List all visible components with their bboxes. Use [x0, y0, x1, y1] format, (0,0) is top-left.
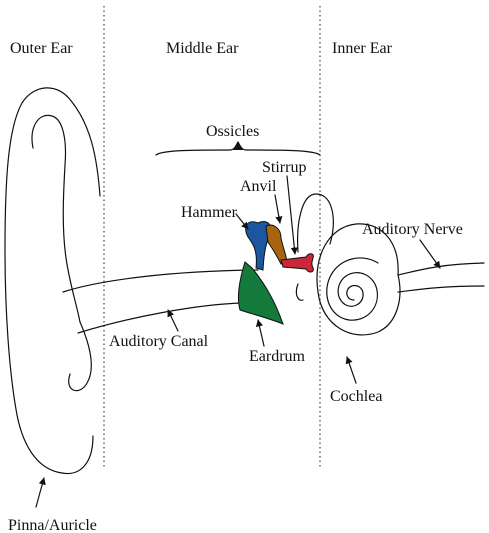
auditory-canal-lower-wall [78, 303, 244, 333]
eardrum-label: Eardrum [249, 348, 306, 365]
outer-ear-title: Outer Ear [10, 40, 73, 57]
middle-ear-title: Middle Ear [166, 40, 239, 57]
ossicles-bracket-tip [233, 141, 243, 150]
pinna-inner-fold [32, 115, 80, 322]
ossicles-label: Ossicles [206, 123, 259, 140]
auditory-nerve-arrow [420, 240, 440, 268]
eardrum-shape [238, 262, 283, 324]
pinna-outline [5, 88, 100, 474]
semicircular-canal-inner [296, 284, 303, 300]
auditory-nerve-upper [398, 263, 484, 275]
cochlea-arrow [347, 357, 356, 383]
inner-ear-title: Inner Ear [332, 40, 393, 57]
cochlea-spiral [327, 258, 378, 320]
hammer-label: Hammer [181, 204, 238, 221]
semicircular-canal [298, 194, 334, 252]
anvil-arrow [275, 195, 280, 223]
stirrup-label: Stirrup [262, 159, 306, 176]
eardrum-arrow [258, 320, 264, 346]
auditory-canal-upper-wall [63, 270, 258, 292]
cochlea-label: Cochlea [330, 388, 382, 405]
anvil-bone [266, 225, 287, 264]
auditory-canal-arrow [168, 310, 178, 331]
pinna-label: Pinna/Auricle [8, 517, 97, 533]
stirrup-arrow [287, 176, 295, 254]
auditory-canal-label: Auditory Canal [109, 333, 209, 350]
hammer-arrow [236, 214, 248, 229]
anvil-label: Anvil [240, 178, 277, 195]
pinna-arrow [36, 478, 44, 507]
auditory-nerve-lower [398, 286, 484, 292]
auditory-nerve-label: Auditory Nerve [362, 221, 463, 238]
